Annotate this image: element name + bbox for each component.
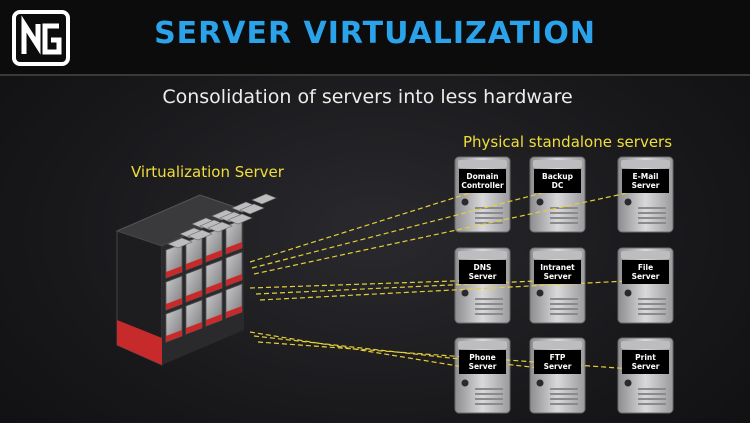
server-name-line1: Print [635,353,656,362]
virtual-machine-block-top [187,229,213,241]
server-name-line2: DC [551,181,564,190]
virtual-machine-block [165,243,183,279]
connector-line [249,331,483,371]
virtual-machine-block-top [239,203,265,215]
connector-line [253,188,646,275]
connector-line [249,279,483,289]
server-name-line1: Domain [466,172,499,181]
connector-line [249,188,483,263]
header-bar [0,0,750,76]
virtual-machine-block [185,267,203,303]
server-name-line2: Server [631,272,660,281]
virtual-machine-block-top [227,213,253,225]
server-name-line1: FTP [549,353,566,362]
header-divider [0,74,750,76]
server-name-line1: File [637,263,654,272]
virtualization-server-icon [115,193,277,366]
server-name-line2: Server [631,181,660,190]
server-name-line2: Server [543,272,572,281]
server-name-line1: DNS [473,263,492,272]
server-name-line1: E-Mail [632,172,659,181]
server-name-line2: Controller [461,181,504,190]
company-logo-icon [12,10,70,66]
virtual-machine-block [165,275,183,311]
server-name-line2: Server [543,362,572,371]
virtual-machine-block [205,259,223,295]
server-name-line1: Phone [469,353,496,362]
virtual-machine-block [225,283,243,319]
connector-line [259,279,646,301]
server-name-line1: Intranet [540,263,575,272]
virtual-machine-block-top [251,193,277,205]
virtual-machine-block-top [207,221,233,233]
server-name-line2: Server [631,362,660,371]
connector-line [257,341,646,371]
server-name-line2: Server [468,362,497,371]
physical-servers-label: Physical standalone servers [463,133,673,151]
slide-title: SERVER VIRTUALIZATION [154,16,596,51]
connector-line [251,188,558,269]
server-name-line1: Backup [542,172,573,181]
virtual-machine-block [225,251,243,287]
connector-line [255,279,558,295]
slide-subtitle: Consolidation of servers into less hardw… [162,86,573,108]
virtual-machine-block-top [167,237,193,249]
virtualization-server-label: Virtualization Server [131,163,284,181]
server-name-line2: Server [468,272,497,281]
virtual-machine-block [185,299,203,335]
virtual-machine-block [205,291,223,327]
virtual-machine-block [165,307,183,343]
